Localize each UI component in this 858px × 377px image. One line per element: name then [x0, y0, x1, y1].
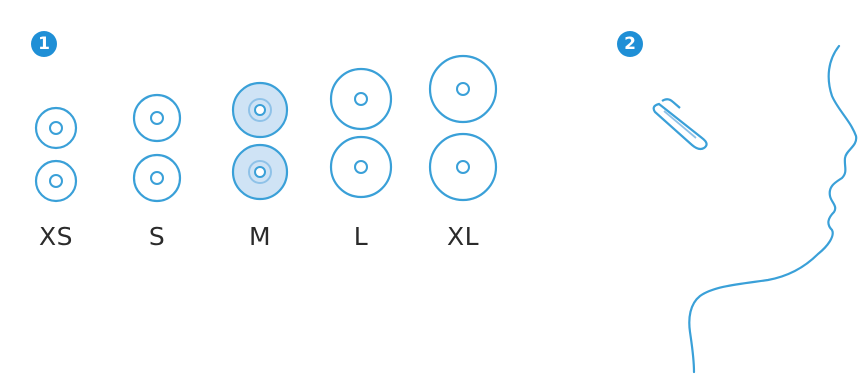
- size-label-s: S: [117, 222, 197, 251]
- size-label-l: L: [321, 222, 401, 251]
- eartip-l-top-icon: [331, 69, 391, 129]
- eartip-m-bottom-icon: [233, 145, 287, 199]
- eartip-xl-top-icon: [430, 56, 496, 122]
- size-label-xl: XL: [423, 222, 503, 251]
- eartip-xs-bottom-icon: [36, 161, 76, 201]
- eartip-l-bottom-icon: [331, 137, 391, 197]
- eartip-s-bottom-icon: [134, 155, 180, 201]
- eartip-xs-top-icon: [36, 108, 76, 148]
- eartip-m-top-icon: [233, 83, 287, 137]
- headset-icon: [654, 99, 707, 149]
- eartip-s-top-icon: [134, 95, 180, 141]
- eartip-xl-bottom-icon: [430, 134, 496, 200]
- face-profile-icon: [689, 46, 856, 372]
- size-label-m: M: [220, 222, 300, 251]
- size-label-xs: XS: [16, 222, 96, 251]
